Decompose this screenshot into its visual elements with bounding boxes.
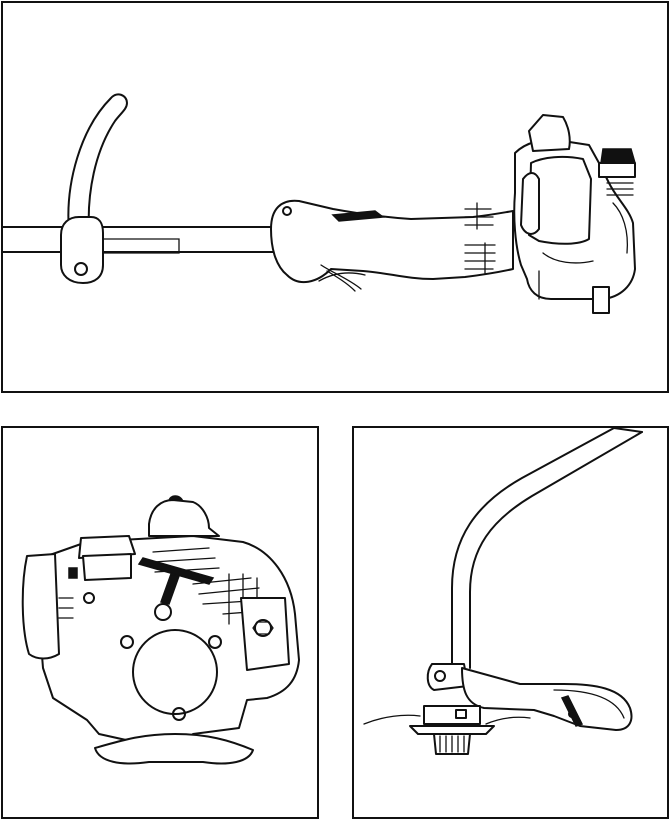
engine-housing <box>514 115 635 313</box>
fuel-tank <box>23 554 59 659</box>
engine-top-shroud <box>149 500 219 536</box>
trimmer-side-view-illustration <box>3 3 667 391</box>
engine-starter-view-illustration <box>3 428 317 817</box>
figure-trimmer-side-view <box>1 1 669 393</box>
cutting-line <box>364 715 420 724</box>
figure-engine-starter-view <box>1 426 319 819</box>
cutting-head-view-illustration <box>354 428 667 817</box>
loop-handle <box>61 94 179 283</box>
recoil-starter-cover <box>133 630 217 714</box>
curved-drive-shaft <box>452 428 642 668</box>
figure-cutting-head-view <box>352 426 669 819</box>
trimmer-head <box>410 706 494 754</box>
